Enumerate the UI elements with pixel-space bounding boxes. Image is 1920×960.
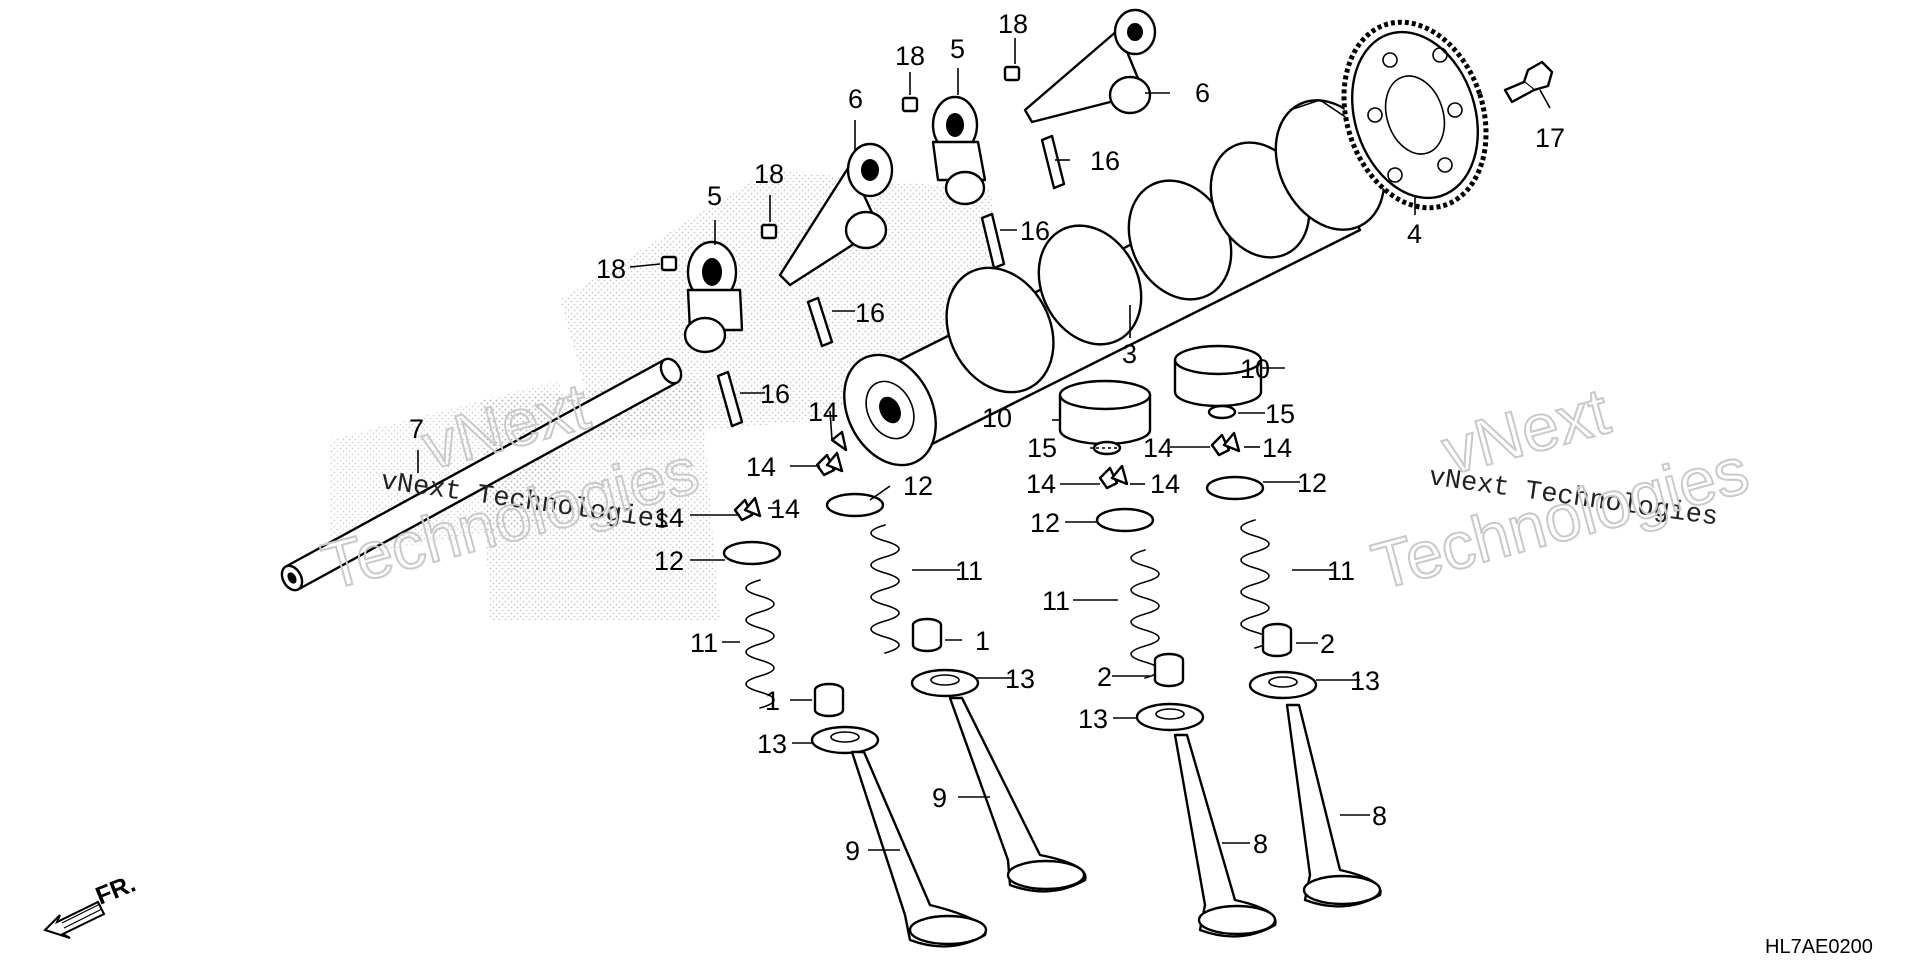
callout-12: 12 (1030, 508, 1060, 538)
callout-14: 14 (1262, 433, 1292, 463)
spring-retainers (722, 475, 1265, 566)
callout-2: 2 (1097, 662, 1112, 692)
valve-stem-seals (813, 617, 1293, 718)
cam-sprocket (1341, 19, 1489, 211)
camshaft (843, 99, 1386, 467)
callout-13: 13 (1005, 664, 1035, 694)
shims (1092, 404, 1237, 456)
leader-lines (417, 38, 1551, 851)
callout-1: 1 (975, 626, 990, 656)
callout-1: 1 (765, 686, 780, 716)
callout-12: 12 (903, 471, 933, 501)
callout-14: 14 (1150, 469, 1180, 499)
callout-11: 11 (1042, 586, 1070, 616)
callout-11: 11 (690, 628, 718, 658)
callout-4: 4 (1407, 219, 1422, 249)
callout-9: 9 (845, 836, 860, 866)
callout-13: 13 (757, 729, 787, 759)
rocker-arm-5-right (931, 95, 987, 206)
valve-springs (745, 519, 1270, 709)
callout-15: 15 (1265, 399, 1295, 429)
rocker-arm-5-left (683, 240, 744, 354)
callout-16: 16 (760, 379, 790, 409)
callout-10: 10 (982, 403, 1012, 433)
callout-13: 13 (1350, 666, 1380, 696)
lock-nuts (660, 65, 1021, 272)
valves (850, 696, 1382, 948)
callout-9: 9 (932, 783, 947, 813)
callout-14: 14 (654, 503, 684, 533)
callout-16: 16 (1090, 146, 1120, 176)
callout-labels: 5 18 18 6 18 5 18 6 17 4 3 16 16 16 16 7… (409, 9, 1565, 866)
callout-16: 16 (1020, 216, 1050, 246)
callout-13: 13 (1078, 704, 1108, 734)
callout-15: 15 (1027, 433, 1057, 463)
callout-14: 14 (1026, 469, 1056, 499)
front-direction-marker: FR. (43, 870, 140, 939)
callout-12: 12 (654, 546, 684, 576)
callout-5: 5 (950, 34, 965, 64)
callout-3: 3 (1122, 339, 1137, 369)
callout-6: 6 (848, 84, 863, 114)
callout-14: 14 (1143, 433, 1173, 463)
callout-2: 2 (1320, 629, 1335, 659)
callout-14: 14 (770, 494, 800, 524)
callout-8: 8 (1253, 829, 1268, 859)
rocker-arm-6-left (778, 142, 894, 287)
front-marker-label: FR. (92, 870, 140, 911)
rocker-arm-6-right (1023, 8, 1157, 124)
callout-16: 16 (855, 298, 885, 328)
callout-14: 14 (808, 397, 838, 427)
sprocket-bolt (1503, 60, 1554, 104)
adjusting-screws (716, 134, 1066, 428)
callout-14: 14 (746, 452, 776, 482)
callout-6: 6 (1195, 78, 1210, 108)
drawing-code: HL7AE0200 (1765, 936, 1873, 958)
callout-18: 18 (895, 41, 925, 71)
callout-18: 18 (998, 9, 1028, 39)
callout-8: 8 (1372, 801, 1387, 831)
callout-18: 18 (596, 254, 626, 284)
rocker-arm-shaft (280, 357, 683, 592)
callout-5: 5 (707, 181, 722, 211)
callout-12: 12 (1297, 468, 1327, 498)
spring-seats (810, 668, 1318, 755)
callout-10: 10 (1240, 354, 1270, 384)
callout-18: 18 (754, 159, 784, 189)
valve-lifters (1058, 344, 1263, 446)
valve-cotters (733, 430, 1241, 522)
callout-11: 11 (955, 556, 983, 586)
callout-17: 17 (1535, 123, 1565, 153)
callout-7: 7 (409, 414, 424, 444)
callout-11: 11 (1327, 556, 1355, 586)
